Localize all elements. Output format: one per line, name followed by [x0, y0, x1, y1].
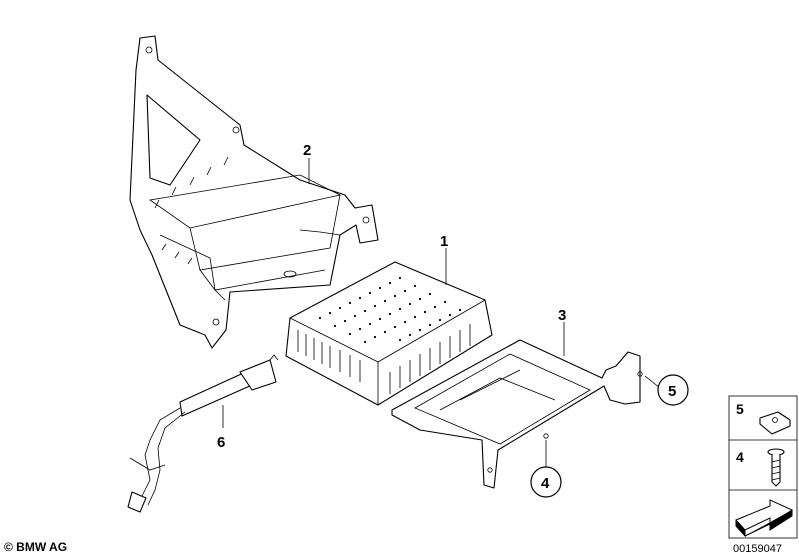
screw-icon — [767, 448, 785, 487]
legend-label-4: 4 — [736, 449, 744, 465]
callout-1: 1 — [440, 233, 448, 250]
view-direction-arrow-icon — [735, 499, 794, 538]
callout-2: 2 — [303, 142, 311, 159]
mounting-bracket-part[interactable] — [129, 35, 379, 349]
legend-label-5: 5 — [736, 401, 744, 417]
callout-3: 3 — [558, 307, 566, 324]
callout-4: 4 — [541, 475, 550, 492]
copyright-text: © BMW AG — [4, 540, 68, 554]
parts-legend: 5 4 — [728, 395, 798, 539]
clip-nut-icon — [759, 411, 791, 435]
bracket-plate-part[interactable] — [391, 339, 643, 489]
callout-6: 6 — [217, 434, 225, 451]
diagram-id-text: 00159047 — [733, 543, 782, 555]
control-module-part[interactable] — [285, 261, 493, 406]
callout-5-circle — [657, 374, 689, 406]
callout-5: 5 — [668, 383, 676, 400]
cable-harness-part[interactable] — [127, 354, 279, 513]
leader-lines — [222, 158, 661, 468]
callout-4-circle — [530, 466, 562, 498]
